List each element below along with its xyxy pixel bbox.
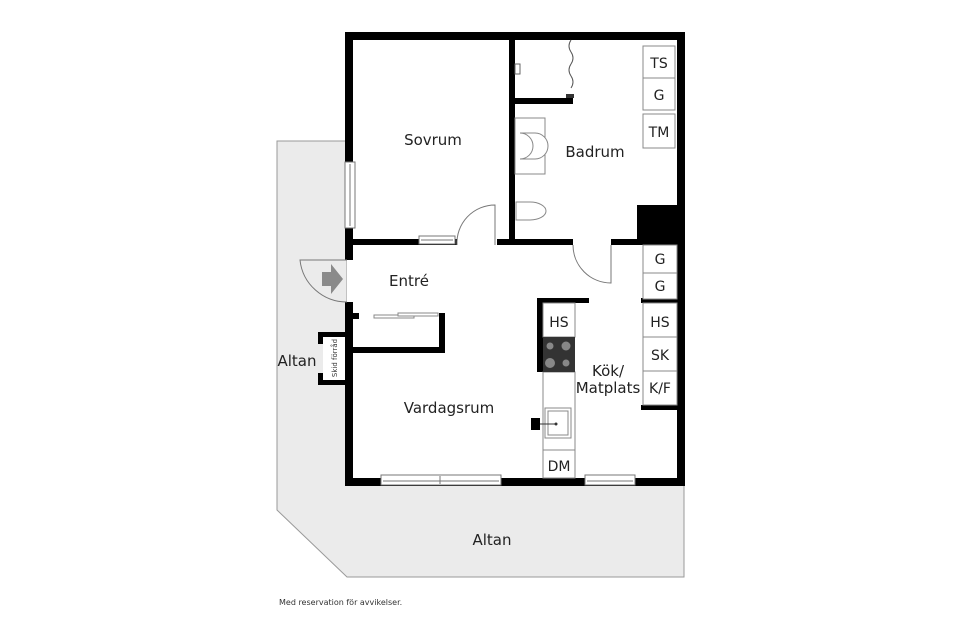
- apartment-floor: [347, 33, 684, 485]
- bathroom-appliances: [642, 45, 676, 149]
- appliance-kf: K/F: [649, 381, 671, 397]
- windows: [344, 161, 636, 486]
- ski-storage: [323, 337, 345, 380]
- room-label-sovrum: Sovrum: [404, 131, 462, 149]
- bathroom-fixtures: [514, 39, 574, 221]
- kitchen-right-appliances: [642, 244, 678, 406]
- disclaimer-text: Med reservation för avvikelser.: [279, 598, 403, 607]
- kitchen-left-counter: [542, 302, 576, 479]
- stove-icon: [543, 337, 575, 372]
- room-label-vardagsrum: Vardagsrum: [404, 399, 495, 417]
- appliance-hs-right: HS: [650, 315, 670, 331]
- room-label-altan-left: Altan: [277, 352, 316, 370]
- room-label-skid-forrad: Skid förråd: [330, 339, 339, 377]
- appliance-g-bath: G: [654, 88, 665, 104]
- doors: [299, 204, 612, 303]
- appliance-g-2: G: [655, 279, 666, 295]
- faucet-head: [554, 422, 558, 426]
- interior-walls: [318, 36, 681, 430]
- room-label-badrum: Badrum: [565, 143, 624, 161]
- appliance-g-1: G: [655, 252, 666, 268]
- room-label-kok-line1: Kök/: [592, 362, 625, 380]
- room-label-kok-line2: Matplats: [576, 379, 641, 397]
- entrance-arrow-icon: [322, 264, 343, 294]
- appliance-tm: TM: [648, 125, 670, 141]
- appliance-ts: TS: [649, 56, 668, 72]
- appliance-sk: SK: [651, 348, 670, 364]
- room-label-entre: Entré: [389, 272, 429, 290]
- appliance-hs-left: HS: [549, 315, 569, 331]
- wardrobe-sliding-doors: [373, 312, 439, 319]
- appliance-dm: DM: [548, 459, 571, 475]
- room-label-altan-bottom: Altan: [472, 531, 511, 549]
